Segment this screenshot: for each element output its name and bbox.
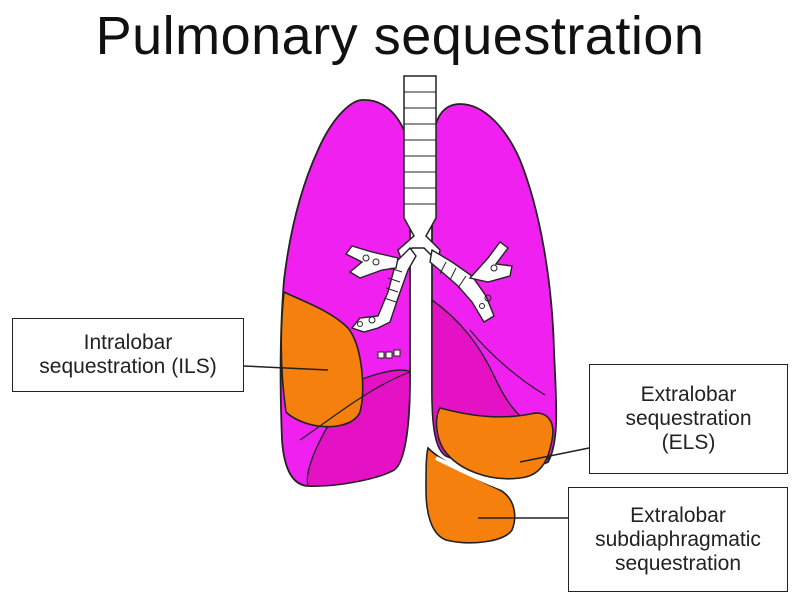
label-intralobar: Intralobar sequestration (ILS)	[12, 318, 244, 392]
label-sub-line-3: sequestration	[614, 551, 742, 575]
left-bronchus-rings	[439, 261, 498, 309]
left-fissure	[469, 329, 546, 396]
right-lower-lobe	[306, 369, 411, 487]
right-bronchus	[350, 246, 417, 333]
label-subdiaphragmatic: Extralobar subdiaphragmatic sequestratio…	[568, 487, 788, 592]
label-extralobar: Extralobar sequestration (ELS)	[589, 364, 788, 474]
leader-els	[519, 447, 590, 463]
label-els-line-2: sequestration	[625, 407, 752, 430]
diagram-title: Pulmonary sequestration	[95, 6, 705, 66]
left-bronchus	[429, 248, 495, 323]
label-els-line-3: (ELS)	[661, 431, 716, 454]
label-sub-line-2: subdiaphragmatic	[595, 527, 761, 551]
right-bronchus-rings	[357, 254, 403, 327]
trachea-rings	[404, 91, 436, 205]
intralobar-sequestration	[280, 290, 364, 428]
right-upper-branch	[344, 245, 399, 279]
leader-ils	[243, 365, 329, 371]
label-ils-line-2: sequestration (ILS)	[39, 355, 217, 378]
diaphragm-line	[435, 456, 509, 492]
label-ils-line-1: Intralobar	[83, 331, 173, 354]
label-els-line-1: Extralobar	[640, 383, 737, 406]
right-fissure	[299, 371, 411, 441]
label-sub-line-1: Extralobar	[630, 503, 726, 527]
airway-dots	[377, 349, 401, 359]
left-upper-branch	[468, 241, 513, 283]
trachea	[397, 75, 441, 264]
